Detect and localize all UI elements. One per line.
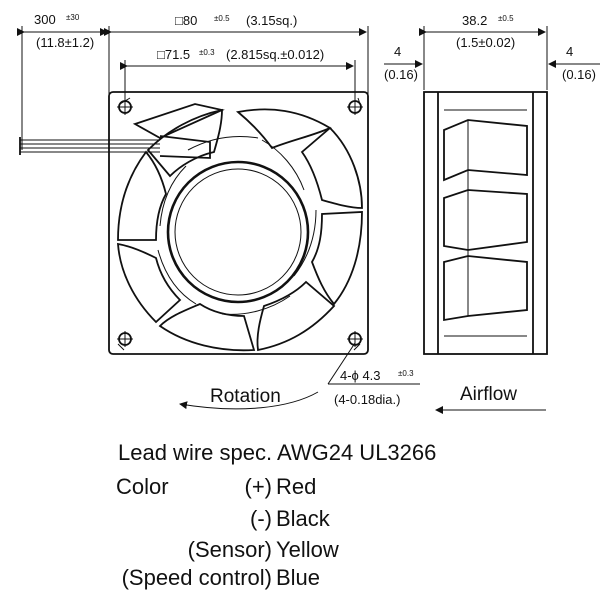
fan-side-view (423, 91, 548, 355)
color-heading: Color (116, 474, 169, 499)
dimension-hole-pitch: □71.5 ±0.3 (2.815sq.±0.012) (120, 47, 356, 100)
wire-spec-title: Lead wire spec. AWG24 UL3266 (118, 440, 436, 465)
fan-front-view (19, 91, 369, 355)
wire-color-1: Red (276, 474, 316, 499)
airflow-indicator: Airflow (435, 384, 546, 414)
wire-terminal-3: (Sensor) (188, 537, 272, 562)
mount-hole-inches: (4-0.18dia.) (334, 392, 400, 407)
wire-color-4: Blue (276, 565, 320, 590)
fan-blades (117, 108, 363, 352)
rotation-indicator: Rotation (179, 386, 319, 410)
dimension-frame-size: □80 ±0.5 (3.15sq.) (104, 13, 369, 98)
flange-left-value: 4 (394, 44, 401, 59)
flange-left-inches: (0.16) (384, 67, 418, 82)
mounting-holes (117, 99, 363, 347)
dimension-cable-length: 300 ±30 (11.8±1.2) (17, 12, 108, 150)
frame-size-value: □80 (175, 13, 197, 28)
wire-terminal-4: (Speed control) (122, 565, 272, 590)
dimension-depth: 38.2 ±0.5 (1.5±0.02) (419, 13, 548, 90)
dimension-mount-hole: 4-ϕ 4.3 ±0.3 (4-0.18dia.) (327, 342, 420, 407)
fan-hub (166, 160, 310, 304)
depth-tolerance: ±0.5 (498, 14, 514, 23)
lead-wires (19, 103, 225, 159)
wire-terminal-1: (+) (245, 474, 273, 499)
cable-length-value: 300 (34, 12, 56, 27)
mount-hole-tolerance: ±0.3 (398, 369, 414, 378)
depth-inches: (1.5±0.02) (456, 35, 515, 50)
hole-pitch-tolerance: ±0.3 (199, 48, 215, 57)
hole-pitch-value: □71.5 (157, 47, 190, 62)
hole-pitch-inches: (2.815sq.±0.012) (226, 47, 324, 62)
cable-length-inches: (11.8±1.2) (36, 35, 94, 50)
frame-size-inches: (3.15sq.) (246, 13, 297, 28)
rotation-label: Rotation (210, 386, 281, 407)
dimension-flange-right: 4 (0.16) (548, 44, 600, 82)
wire-color-2: Black (276, 506, 331, 531)
wire-color-3: Yellow (276, 537, 339, 562)
airflow-label: Airflow (460, 384, 517, 405)
dimension-flange-left: 4 (0.16) (384, 44, 423, 82)
mount-hole-value: 4-ϕ 4.3 (340, 368, 381, 383)
wire-terminal-2: (-) (250, 506, 272, 531)
flange-right-value: 4 (566, 44, 573, 59)
frame-size-tolerance: ±0.5 (214, 14, 230, 23)
cable-length-tolerance: ±30 (66, 13, 80, 22)
wire-spec: Lead wire spec. AWG24 UL3266 Color (+) R… (116, 440, 436, 590)
flange-right-inches: (0.16) (562, 67, 596, 82)
depth-value: 38.2 (462, 13, 487, 28)
